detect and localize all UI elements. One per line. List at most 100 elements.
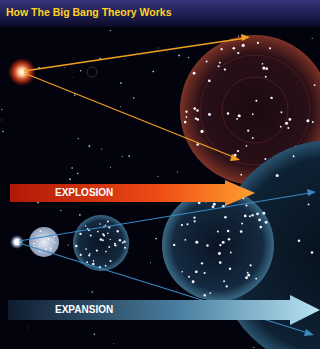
star xyxy=(157,176,158,177)
diagram-title: How The Big Bang Theory Works xyxy=(6,6,172,19)
explosion-ray xyxy=(24,73,236,158)
matter-dot xyxy=(206,244,208,246)
matter-dots xyxy=(33,155,313,296)
star xyxy=(177,171,178,172)
matter-dot xyxy=(255,100,257,102)
matter-dot xyxy=(79,233,81,235)
matter-dot xyxy=(212,205,215,208)
matter-dot xyxy=(223,280,225,282)
matter-dot xyxy=(80,254,82,256)
matter-dot xyxy=(110,260,112,262)
matter-dot xyxy=(259,226,262,229)
expansion-sphere xyxy=(162,189,274,301)
matter-dot xyxy=(262,67,265,70)
matter-dot xyxy=(116,230,118,232)
matter-dot xyxy=(186,223,188,225)
arrow-band: EXPLOSION xyxy=(10,180,255,206)
arrow-shape xyxy=(8,295,320,325)
matter-dot xyxy=(193,72,196,75)
matter-dot xyxy=(100,238,102,240)
matter-dot xyxy=(208,113,211,116)
star xyxy=(2,131,3,132)
matter-dot xyxy=(173,244,175,246)
explosion-point xyxy=(8,58,36,86)
faint-sphere xyxy=(87,67,97,77)
matter-dot xyxy=(240,230,243,233)
matter-dot xyxy=(115,245,117,247)
matter-dot xyxy=(249,215,251,217)
matter-dot xyxy=(285,122,288,125)
matter-dot xyxy=(256,213,259,216)
matter-dot xyxy=(204,272,206,274)
star xyxy=(1,109,2,110)
matter-dot xyxy=(181,271,183,273)
matter-dot xyxy=(86,261,88,263)
matter-dot xyxy=(105,225,106,226)
matter-dot xyxy=(247,274,250,277)
matter-dot xyxy=(288,118,291,121)
star xyxy=(158,48,159,49)
star xyxy=(71,167,73,169)
star xyxy=(178,55,180,57)
star xyxy=(312,38,313,39)
matter-dot xyxy=(97,231,99,233)
star xyxy=(64,67,66,69)
star xyxy=(155,238,157,240)
matter-dot xyxy=(119,239,121,241)
matter-dot xyxy=(222,241,225,244)
matter-dot xyxy=(280,111,282,113)
matter-dot xyxy=(213,203,216,206)
star xyxy=(79,214,81,216)
matter-dot xyxy=(219,62,221,64)
matter-dot xyxy=(102,239,104,241)
sphere-ring xyxy=(222,77,288,143)
matter-dot xyxy=(122,242,124,244)
matter-dot xyxy=(39,230,41,232)
matter-dot xyxy=(247,272,249,274)
matter-dot xyxy=(105,265,107,267)
matter-dot xyxy=(217,231,219,233)
star xyxy=(188,57,189,58)
matter-dot xyxy=(270,97,272,99)
matter-dot xyxy=(314,84,316,86)
matter-dot xyxy=(206,61,208,63)
matter-dot xyxy=(107,221,109,223)
matter-dot xyxy=(114,243,116,245)
arrow-shape xyxy=(10,180,255,206)
ray-arrowhead xyxy=(230,154,240,161)
matter-dot xyxy=(247,130,249,132)
matter-dot xyxy=(228,238,231,241)
matter-dot xyxy=(280,126,282,128)
star xyxy=(113,343,115,345)
matter-dot xyxy=(85,248,87,250)
matter-dot xyxy=(102,233,104,235)
matter-dot xyxy=(96,249,98,251)
matter-dot xyxy=(105,251,107,253)
matter-dot xyxy=(201,262,203,264)
star xyxy=(128,155,130,157)
matter-dot xyxy=(287,127,289,129)
matter-dot xyxy=(90,235,92,237)
matter-dot xyxy=(107,232,109,234)
star xyxy=(80,70,81,71)
matter-dot xyxy=(226,285,228,287)
ray-arrowhead xyxy=(241,34,250,41)
matter-dot xyxy=(276,174,279,177)
matter-dot xyxy=(200,130,203,133)
ray-arrowhead xyxy=(307,189,316,196)
arrow-fill xyxy=(10,180,255,206)
matter-dot xyxy=(224,216,227,219)
star xyxy=(89,145,91,147)
star xyxy=(110,167,111,168)
star xyxy=(101,148,102,149)
matter-dot xyxy=(218,65,220,67)
matter-dot xyxy=(219,244,221,246)
matter-dot xyxy=(110,239,111,240)
arrow-label: EXPLOSION xyxy=(10,180,113,206)
matter-dot xyxy=(188,276,190,278)
matter-dot xyxy=(238,114,241,117)
matter-dot xyxy=(45,248,47,250)
matter-dot xyxy=(203,294,205,296)
matter-dot xyxy=(220,48,222,50)
